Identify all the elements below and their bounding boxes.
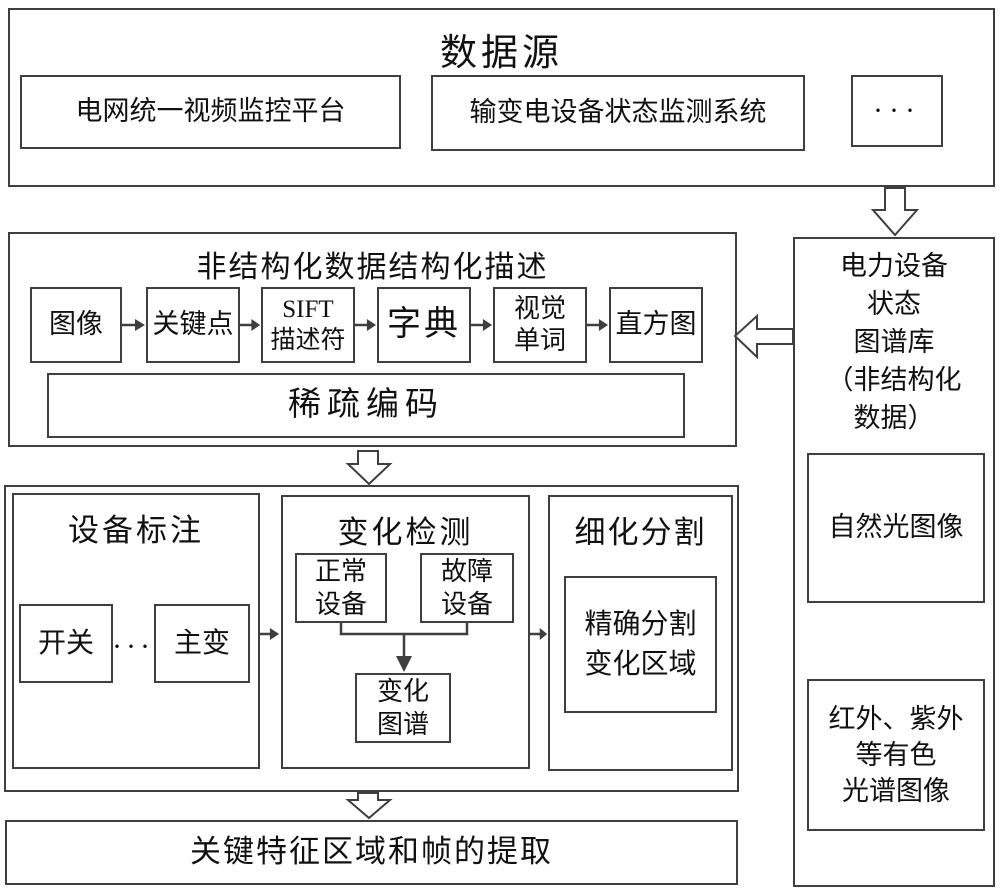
box-switch: 开关 [19, 604, 113, 683]
box-device-annotation: 设备标注 开关 ··· 主变 [12, 493, 260, 769]
right-arrow-icon [258, 628, 280, 640]
connector-lines [339, 623, 469, 672]
down-arrow-icon [345, 450, 393, 486]
section-atlas-library: 电力设备 状态 图谱库 （非结构化 数据） 自然光图像 红外、紫外 等有色 光谱… [793, 237, 995, 887]
ellipsis-dots: ··· [112, 629, 154, 663]
left-arrow-icon [733, 313, 794, 360]
library-title: 电力设备 状态 图谱库 （非结构化 数据） [826, 251, 962, 433]
box-monitoring-system: 输变电设备状态监测系统 [431, 75, 805, 151]
right-arrow-icon [240, 319, 261, 331]
box-natural-light-image: 自然光图像 [807, 453, 985, 603]
section-processing: 设备标注 开关 ··· 主变 变化检测 正常 设备 故障 设备 变化 图谱 细化… [4, 485, 739, 792]
right-arrow-icon [355, 319, 377, 331]
right-arrow-icon [471, 319, 493, 331]
box-change-atlas: 变化 图谱 [355, 673, 451, 743]
section-structured-description: 非结构化数据结构化描述 图像 关键点 SIFT 描述符 字典 视觉 单词 直方图… [8, 232, 737, 447]
box-histogram: 直方图 [609, 287, 703, 363]
detection-title: 变化检测 [337, 515, 474, 550]
datasource-title: 数据源 [440, 33, 563, 74]
down-arrow-icon [870, 187, 920, 237]
box-sparse-coding: 稀疏编码 [47, 373, 685, 438]
box-segment-region: 精确分割 变化区域 [564, 576, 717, 713]
box-sift-descriptor: SIFT 描述符 [261, 287, 355, 363]
down-arrow-icon [345, 792, 393, 820]
box-fault-device: 故障 设备 [420, 553, 514, 623]
box-normal-device: 正常 设备 [295, 553, 387, 623]
segmentation-title: 细化分割 [574, 515, 707, 550]
box-keypoint: 关键点 [146, 287, 240, 363]
section-datasource: 数据源 电网统一视频监控平台 输变电设备状态监测系统 ··· [8, 8, 995, 187]
description-title: 非结构化数据结构化描述 [196, 251, 549, 284]
box-dictionary: 字典 [377, 287, 471, 363]
annotation-title: 设备标注 [68, 513, 204, 548]
box-main-transformer: 主变 [154, 604, 250, 683]
box-spectrum-image: 红外、紫外 等有色 光谱图像 [807, 679, 985, 831]
box-key-feature-extraction: 关键特征区域和帧的提取 [5, 820, 738, 885]
right-arrow-icon [587, 319, 609, 331]
right-arrow-icon [530, 628, 548, 640]
box-visual-word: 视觉 单词 [493, 287, 587, 363]
right-arrow-icon [122, 319, 145, 331]
box-video-platform: 电网统一视频监控平台 [20, 75, 401, 149]
box-ellipsis: ··· [851, 75, 943, 147]
box-change-detection: 变化检测 正常 设备 故障 设备 变化 图谱 [281, 495, 530, 769]
box-refined-segmentation: 细化分割 精确分割 变化区域 [548, 495, 733, 771]
box-image: 图像 [30, 287, 122, 363]
